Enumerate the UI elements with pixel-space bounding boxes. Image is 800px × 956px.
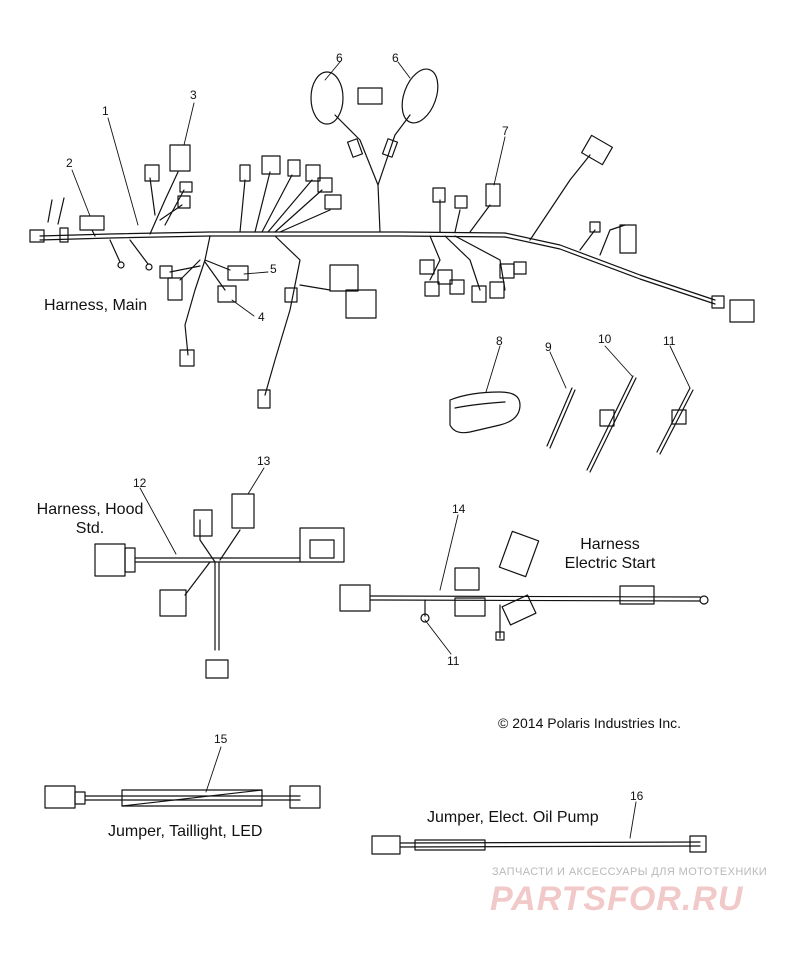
oil-pump-jumper-drawing [371,835,707,855]
label-harness-start-line2: Electric Start [564,555,656,572]
hood-harness-drawing [94,493,345,679]
label-jumper-taillight: Jumper, Taillight, LED [108,823,263,840]
electric-start-harness-drawing [339,530,709,641]
callout-4: 4 [258,310,265,324]
callout-6b: 6 [392,51,399,65]
clip-part [656,387,694,455]
taillight-jumper-drawing [44,785,321,809]
push-mount-tie-part [586,375,637,473]
callout-5: 5 [270,262,277,276]
callout-8: 8 [496,334,503,348]
callout-14: 14 [452,502,466,516]
callout-13: 13 [257,454,271,468]
callout-16: 16 [630,789,644,803]
label-harness-hood-line2: Std. [75,520,105,537]
label-harness-hood: Harness, Hood Std. [30,500,150,538]
label-harness-hood-line1: Harness, Hood [36,501,144,518]
callout-6a: 6 [336,51,343,65]
label-jumper-oil-pump: Jumper, Elect. Oil Pump [427,809,599,826]
callout-11b: 11 [447,654,460,668]
watermark-logo: PARTSFOR.RU [490,880,744,918]
callout-2: 2 [66,156,73,170]
callout-12: 12 [133,476,147,490]
callout-15: 15 [214,732,228,746]
copyright-notice: © 2014 Polaris Industries Inc. [498,715,682,731]
callout-7: 7 [502,124,509,138]
callout-1: 1 [102,104,109,118]
cable-tie-part [546,387,576,449]
callout-11a: 11 [663,334,676,348]
callout-9: 9 [545,340,552,354]
main-harness-drawing [29,68,755,409]
callout-leaders [71,61,691,839]
grommet-part [449,391,521,434]
label-harness-electric-start: Harness Electric Start [552,535,668,573]
label-harness-main: Harness, Main [44,297,148,314]
label-harness-start-line1: Harness [580,536,640,553]
watermark-tagline: ЗАПЧАСТИ И АКСЕССУАРЫ ДЛЯ МОТОТЕХНИКИ [492,866,768,878]
callout-3: 3 [190,88,197,102]
callout-10: 10 [598,332,612,346]
